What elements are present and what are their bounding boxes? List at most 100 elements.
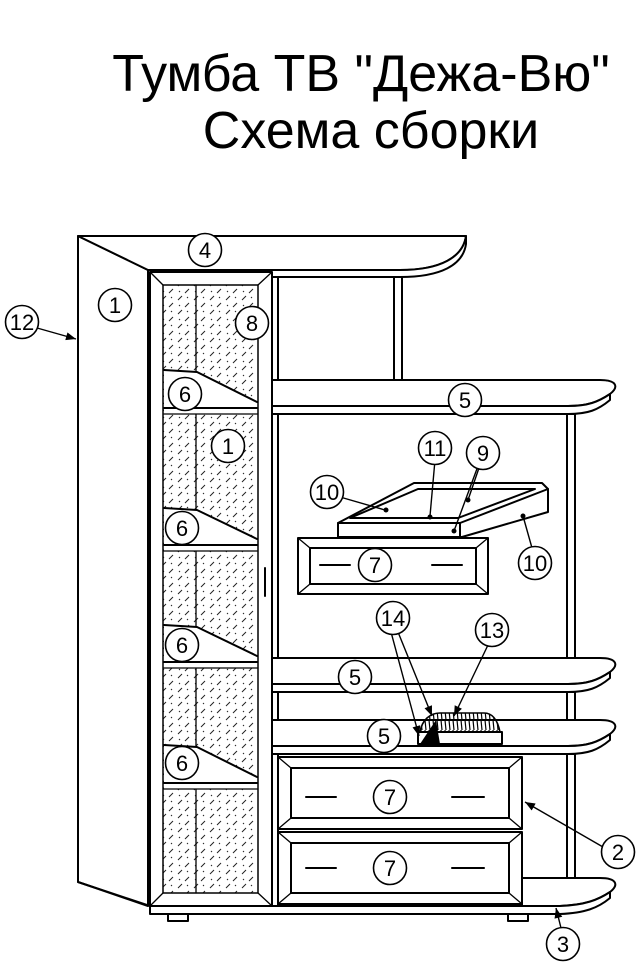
callout-circle xyxy=(372,850,408,886)
callout-label: 7 xyxy=(369,553,381,578)
callout-circle xyxy=(337,659,373,695)
callout-14: 14 xyxy=(375,600,411,636)
callout-circle xyxy=(372,779,408,815)
callout-6-d: 6 xyxy=(164,745,200,781)
door-bevel-bottom-right xyxy=(257,892,273,907)
right-post-lower xyxy=(566,753,576,881)
shelf-surface xyxy=(271,379,617,407)
shelf-upper xyxy=(271,379,617,415)
callout-circle xyxy=(517,545,553,581)
organizer-wedge xyxy=(420,720,440,744)
drawer-front-bevel xyxy=(297,537,311,549)
callout-13: 13 xyxy=(474,612,510,648)
callout-circle xyxy=(167,376,203,412)
callout-circle xyxy=(164,510,200,546)
glass-shelf-outline xyxy=(163,369,258,403)
callout-12: 12 xyxy=(4,304,40,340)
leader-dot xyxy=(520,513,526,519)
callout-3: 3 xyxy=(545,926,581,962)
door-bevel-top-right xyxy=(257,271,273,286)
callout-circle xyxy=(417,430,453,466)
glass-shelf-outline xyxy=(163,744,258,778)
callout-label: 6 xyxy=(176,633,188,658)
foot-right xyxy=(507,913,529,922)
callout-circle xyxy=(474,612,510,648)
leader-13 xyxy=(453,644,489,717)
callout-label: 5 xyxy=(349,665,361,690)
callout-1-side: 1 xyxy=(97,287,133,323)
callout-label: 10 xyxy=(523,551,547,576)
leader-2 xyxy=(524,801,604,848)
drawer-front-bevel xyxy=(508,831,523,844)
title-line-2: Схема сборки xyxy=(203,102,539,160)
callout-label: 11 xyxy=(424,436,447,461)
callout-label: 5 xyxy=(459,388,471,413)
leader-14b xyxy=(397,631,433,717)
callout-circle xyxy=(309,474,345,510)
leader-lines xyxy=(29,325,604,929)
callout-label: 6 xyxy=(176,516,188,541)
callout-label: 6 xyxy=(176,751,188,776)
callout-label: 10 xyxy=(315,480,339,505)
callout-11: 11 xyxy=(417,430,453,466)
title-line-1: Тумба ТВ "Дежа-Вю" xyxy=(112,45,609,103)
callout-label: 3 xyxy=(557,932,569,957)
callout-4: 4 xyxy=(187,232,223,268)
top-panel-surface xyxy=(77,235,467,271)
callout-label: 1 xyxy=(222,434,234,459)
callout-10-left: 10 xyxy=(309,474,345,510)
drawer-organizer xyxy=(417,712,503,745)
drawer-front-bevel xyxy=(277,817,292,830)
base-plinth xyxy=(149,891,611,915)
callouts: 12 1 4 8 6 5 1 11 9 10 6 7 10 14 13 6 5 … xyxy=(4,232,636,962)
callout-1-inner: 1 xyxy=(210,428,246,464)
leader-dot xyxy=(427,514,433,520)
shelf-surface xyxy=(271,657,617,685)
drawer-front-inner xyxy=(290,767,510,819)
drawer-front-bevel xyxy=(508,817,523,830)
callout-8: 8 xyxy=(234,305,270,341)
callout-circle xyxy=(187,232,223,268)
callout-circle xyxy=(97,287,133,323)
left-side-panel xyxy=(77,235,149,907)
glass-shelf-outline xyxy=(163,624,258,657)
callout-label: 13 xyxy=(480,618,504,643)
callout-circle xyxy=(234,305,270,341)
leader-11 xyxy=(429,459,436,517)
shelf-middle xyxy=(271,657,617,693)
callout-5-lower: 5 xyxy=(366,718,402,754)
callout-label: 8 xyxy=(246,311,258,336)
drawer-front-inner xyxy=(309,547,477,585)
glass-shelf-outline xyxy=(163,507,258,540)
leader-10-right xyxy=(522,515,533,549)
callout-circle xyxy=(210,428,246,464)
top-panel xyxy=(77,235,467,278)
callout-6-a: 6 xyxy=(167,376,203,412)
drawer-front-bevel xyxy=(508,756,523,769)
callout-2: 2 xyxy=(600,834,636,870)
upper-drawer xyxy=(297,482,549,595)
callout-7-upper: 7 xyxy=(357,547,393,583)
leader-9a xyxy=(467,464,481,501)
leader-dot xyxy=(383,507,389,513)
callout-circle xyxy=(375,600,411,636)
callout-label: 14 xyxy=(381,606,405,631)
title-block: Тумба ТВ "Дежа-Вю" Схема сборки xyxy=(112,45,609,160)
callout-label: 4 xyxy=(199,238,211,263)
drawer-front-bevel xyxy=(297,583,311,595)
drawer-front-bevel xyxy=(475,583,489,595)
right-post-middle xyxy=(566,413,576,659)
door-bevel-bottom-left xyxy=(149,892,164,907)
callout-label: 2 xyxy=(612,840,624,865)
leader-9b xyxy=(453,465,479,532)
callout-label: 1 xyxy=(109,293,121,318)
callout-circle xyxy=(164,627,200,663)
leader-dot xyxy=(451,528,457,534)
callout-circle xyxy=(600,834,636,870)
callout-label: 12 xyxy=(10,310,34,335)
callout-5-upper: 5 xyxy=(447,382,483,418)
drawer-front-bevel xyxy=(508,892,523,905)
callout-9: 9 xyxy=(465,435,501,471)
callout-circle xyxy=(447,382,483,418)
callout-circle xyxy=(465,435,501,471)
